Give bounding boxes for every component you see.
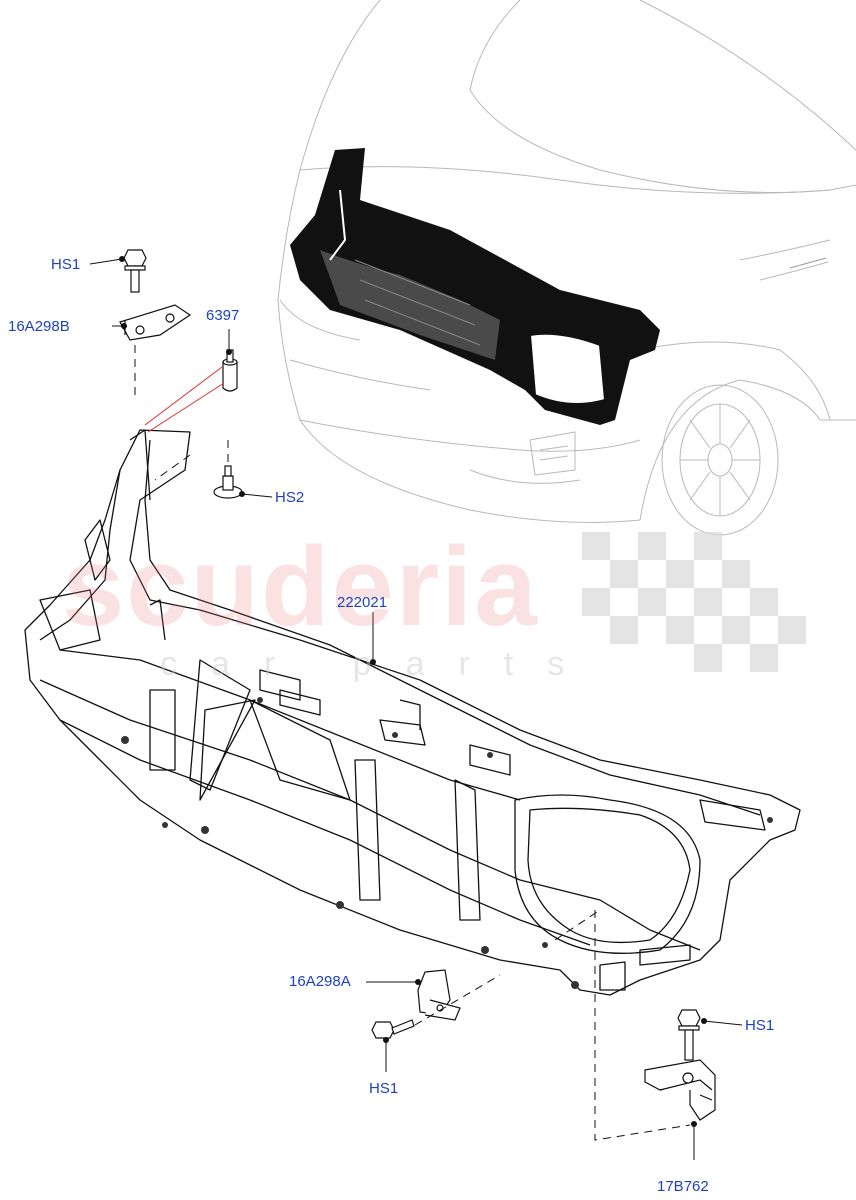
vehicle-outline	[277, 0, 856, 536]
part-hs1-top-bolt	[123, 249, 147, 293]
watermark-sub: car parts	[160, 645, 599, 683]
callout-222021[interactable]: 222021	[337, 594, 388, 611]
part-16a298b-bracket	[119, 304, 192, 341]
callout-hs1-top[interactable]: HS1	[51, 256, 81, 273]
callout-16a298b[interactable]: 16A298B	[8, 318, 70, 335]
part-6397-pin	[222, 349, 238, 392]
watermark-brand: scuderia	[62, 524, 539, 649]
part-16a298a-bracket	[417, 969, 461, 1021]
callout-hs2[interactable]: HS2	[275, 489, 305, 506]
callout-6397[interactable]: 6397	[206, 307, 240, 324]
leader-lines	[89, 258, 743, 1160]
watermark-checker-pattern	[582, 532, 806, 672]
leader-dots	[119, 256, 707, 1127]
radiator-support-frame	[24, 429, 801, 996]
callout-17b762[interactable]: 17B762	[657, 1178, 709, 1195]
callout-hs1-bottom-right[interactable]: HS1	[745, 1017, 775, 1034]
part-17b762-bracket	[644, 1059, 716, 1121]
callout-hs1-bottom-left[interactable]: HS1	[369, 1080, 399, 1097]
part-hs2-stud	[213, 465, 243, 499]
assembly-dash-lines	[134, 345, 691, 1141]
callout-16a298a[interactable]: 16A298A	[289, 973, 351, 990]
part-hs1-bottom-right-bolt	[677, 1009, 701, 1061]
part-hs1-bottom-left-bolt	[371, 1019, 415, 1039]
front-end-carrier-silhouette	[290, 148, 660, 425]
red-guide-lines	[144, 366, 225, 433]
frame-holes	[121, 697, 773, 989]
